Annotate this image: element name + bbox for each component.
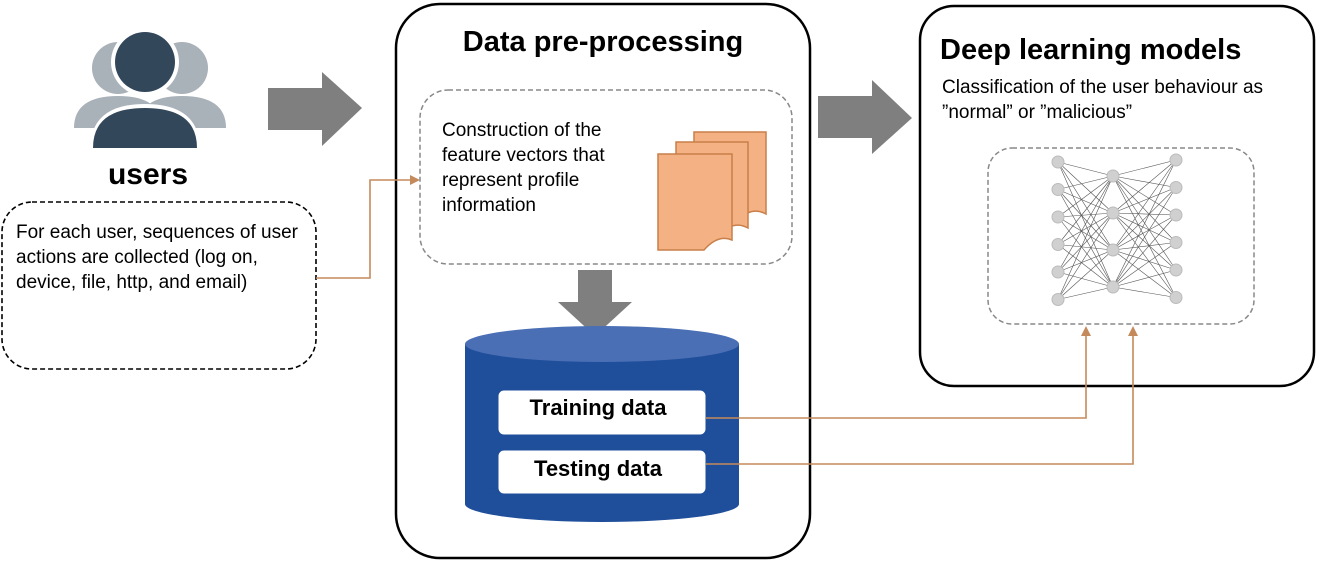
network-edge	[1057, 271, 1114, 288]
network-edge	[1057, 212, 1114, 218]
network-node	[1051, 210, 1065, 224]
network-node	[1106, 243, 1120, 257]
network-node	[1106, 280, 1120, 294]
network-node	[1169, 153, 1183, 167]
network-edge	[1057, 286, 1114, 300]
training-data-box	[497, 389, 707, 436]
network-edge	[1112, 249, 1177, 298]
network-node	[1106, 206, 1120, 220]
network-edge	[1112, 242, 1177, 251]
network-edge	[1112, 159, 1177, 288]
network-edge	[1057, 244, 1114, 288]
network-node	[1106, 169, 1120, 183]
network-edge	[1057, 161, 1114, 251]
arrowhead-testing	[1128, 326, 1138, 336]
network-edge	[1112, 212, 1177, 271]
network-edge	[1057, 212, 1114, 300]
network-edge	[1057, 175, 1114, 300]
arrowhead-training	[1081, 326, 1091, 336]
document-stack-icon	[657, 131, 767, 251]
connector-training-to-models	[706, 334, 1087, 419]
network-edge	[1112, 214, 1177, 288]
network-edge	[1112, 242, 1177, 288]
network-edge	[1057, 175, 1114, 218]
network-node	[1169, 181, 1183, 194]
preprocessing-title: Data pre-processing	[462, 26, 744, 58]
network-edge	[1112, 286, 1177, 298]
network-edge	[1057, 189, 1114, 251]
arrowhead-features	[410, 175, 420, 185]
network-edge	[1057, 189, 1114, 214]
network-edge	[1112, 269, 1177, 288]
network-edge	[1057, 175, 1114, 245]
network-edge	[1057, 212, 1114, 273]
testing-data-label: Testing data	[534, 456, 662, 481]
connector-users-to-features	[316, 179, 412, 279]
network-node	[1051, 238, 1065, 251]
network-edge	[1057, 249, 1114, 273]
network-node	[1051, 265, 1065, 279]
network-edge	[1112, 159, 1177, 251]
network-edge	[1112, 187, 1177, 251]
network-edge	[1057, 175, 1114, 190]
arrow-down-to-database	[558, 270, 632, 336]
network-edge	[1112, 159, 1177, 214]
network-edge	[1057, 216, 1114, 251]
connector-testing-to-models	[706, 334, 1134, 465]
network-edge	[1112, 212, 1177, 243]
neural-network-box	[987, 147, 1255, 325]
network-edge	[1112, 249, 1177, 271]
network-edge	[1112, 175, 1177, 188]
network-node	[1169, 291, 1183, 304]
network-edge	[1112, 159, 1177, 177]
network-edge	[1112, 214, 1177, 251]
network-edge	[1057, 244, 1114, 251]
network-edge	[1112, 212, 1177, 298]
users-description: For each user, sequences of user actions…	[16, 222, 298, 294]
neural-network-icon	[1051, 153, 1183, 306]
network-edge	[1057, 175, 1114, 273]
network-node	[1051, 293, 1065, 306]
feature-vector-text: Construction of the feature vectors that…	[442, 120, 605, 217]
models-title: Deep learning models	[940, 34, 1242, 66]
network-node	[1051, 155, 1065, 169]
network-node	[1169, 263, 1183, 277]
network-edge	[1112, 175, 1177, 243]
network-edge	[1112, 175, 1177, 216]
users-title: users	[107, 158, 189, 191]
training-data-label: Training data	[529, 395, 667, 420]
network-edge	[1112, 212, 1177, 216]
network-edge	[1057, 249, 1114, 300]
models-description: Classification of the user behaviour as …	[942, 77, 1264, 123]
network-edge	[1057, 212, 1114, 245]
network-node	[1169, 208, 1183, 222]
network-node	[1051, 183, 1065, 196]
network-node	[1169, 236, 1183, 249]
network-edge	[1112, 187, 1177, 288]
network-edge	[1057, 161, 1114, 177]
users-description-box	[1, 201, 317, 370]
arrow-preprocessing-to-models	[818, 80, 912, 154]
network-edge	[1112, 187, 1177, 214]
users-icon	[74, 28, 226, 150]
network-edge	[1057, 161, 1114, 214]
network-edge	[1057, 216, 1114, 288]
arrow-users-to-preprocessing	[268, 72, 362, 146]
testing-data-box	[497, 449, 707, 495]
